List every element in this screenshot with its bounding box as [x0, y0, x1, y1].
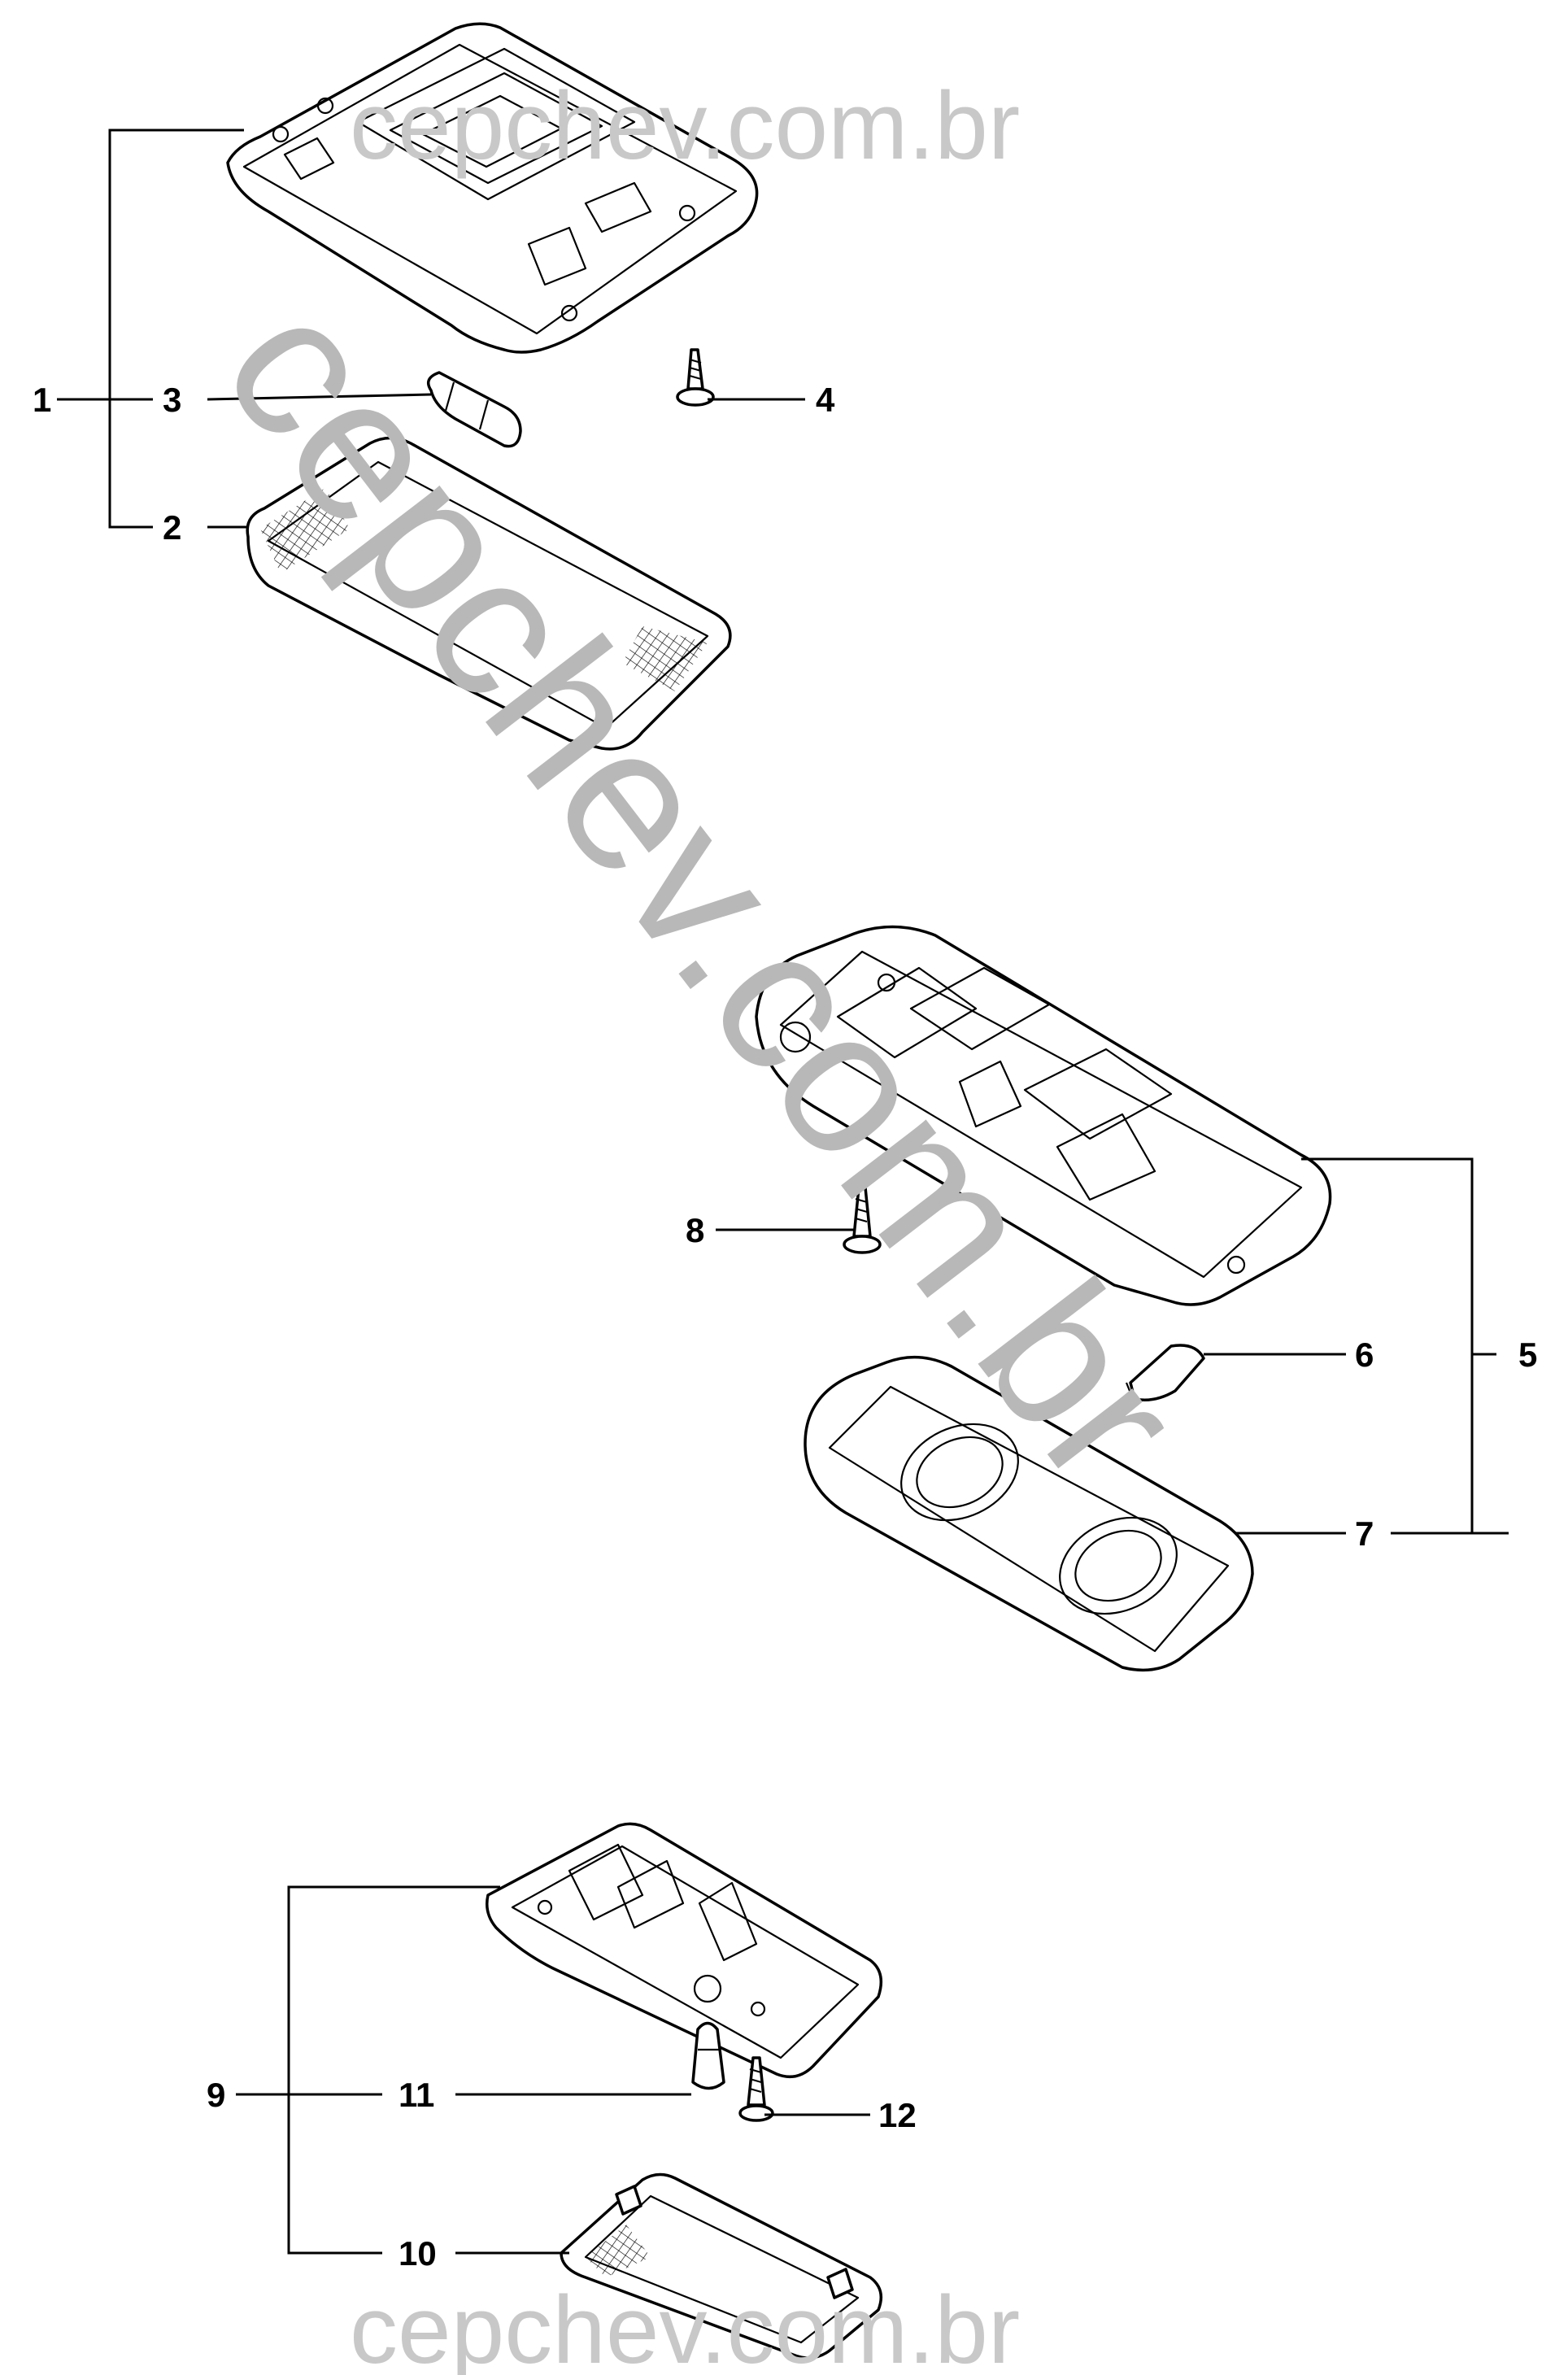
callout-11: 11: [399, 2076, 434, 2114]
callout-6: 6: [1355, 1336, 1374, 1374]
callout-5: 5: [1518, 1336, 1537, 1374]
dome-lamp-assembly: [226, 22, 759, 751]
callout-8: 8: [686, 1211, 704, 1249]
map-lamp-lens: [804, 1355, 1254, 1672]
wedge-bulb: [1125, 1344, 1205, 1404]
callout-10: 10: [399, 2234, 437, 2273]
festoon-bulb: [426, 371, 522, 448]
map-lamp-assembly: [755, 925, 1332, 1672]
watermark-bottom: cepchev.com.br: [350, 2277, 1020, 2375]
courtesy-lamp-housing: [486, 1822, 883, 2079]
watermark-top: cepchev.com.br: [350, 72, 1020, 180]
courtesy-lamp-assembly: [486, 1822, 883, 2360]
callout-4: 4: [816, 381, 835, 419]
courtesy-bulb: [691, 2021, 725, 2090]
callout-labels: 1 3 4 2 8 6 5 7 9 11 12 10: [33, 381, 1537, 2273]
callout-1: 1: [33, 381, 51, 419]
callout-3: 3: [163, 381, 181, 419]
callout-7: 7: [1355, 1514, 1374, 1553]
callout-2: 2: [163, 508, 181, 547]
map-lamp-housing: [755, 925, 1332, 1306]
leader-lines: [57, 129, 1509, 2255]
watermark-diagonal: cepchev.com.br: [181, 258, 1226, 1523]
callout-12: 12: [878, 2096, 917, 2134]
courtesy-lamp-lens: [560, 2172, 883, 2360]
dome-lamp-housing: [226, 22, 759, 354]
dome-lamp-lens: [246, 436, 732, 751]
callout-9: 9: [207, 2076, 225, 2114]
map-lamp-screw: [843, 1186, 882, 1254]
courtesy-lamp-screw: [738, 2056, 774, 2122]
dome-lamp-screw: [676, 348, 715, 407]
